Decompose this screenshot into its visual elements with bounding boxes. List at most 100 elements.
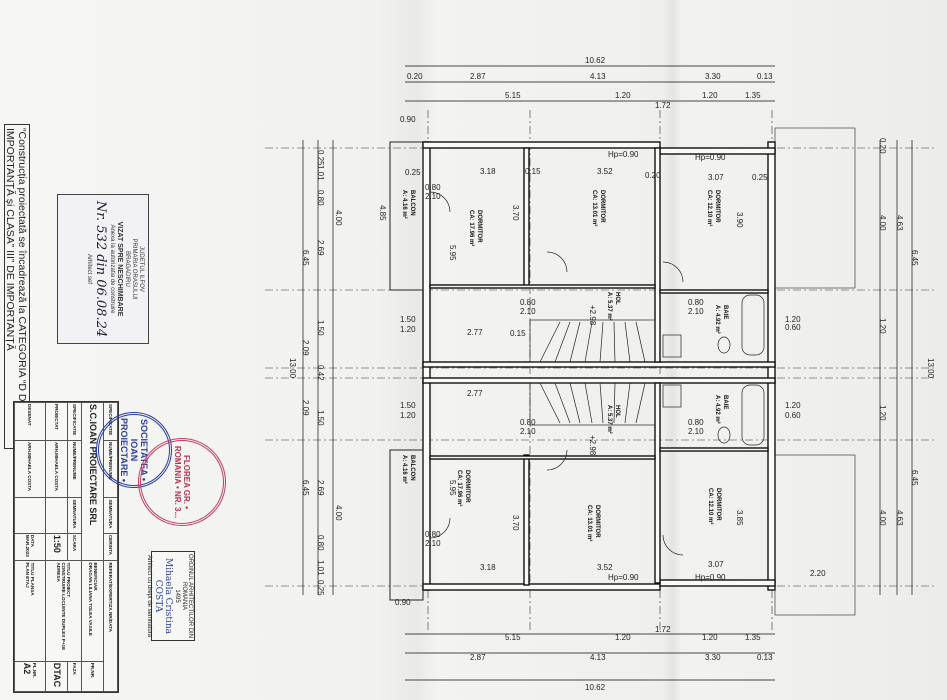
dim: 1.20 — [702, 91, 718, 100]
door-width: 0.80 — [520, 298, 536, 307]
window-hp: Hp=0.90 — [608, 150, 639, 159]
window-width: 1.50 — [400, 315, 416, 324]
door-height: 2.10 — [425, 192, 441, 201]
dim: 1.35 — [745, 91, 761, 100]
room-name: DORMITOR — [599, 190, 605, 223]
dims-row2-top: 0.20 2.87 4.13 3.30 0.13 — [407, 72, 773, 81]
dims-row3-top: 5.15 1.20 1.72 1.20 1.35 — [505, 91, 761, 110]
dim: 13.00 — [288, 358, 297, 379]
dim: 0.25 — [405, 168, 421, 177]
dim: 1.72 — [655, 101, 671, 110]
dim-total-bottom: 10.62 — [585, 683, 606, 692]
dim: 5.15 — [505, 91, 521, 100]
room-name: DORMITOR — [464, 470, 470, 503]
room-name: HOL — [614, 405, 620, 418]
dims-right: 0.20 4.00 4.63 6.45 1.20 13.00 1.20 6.45… — [878, 138, 935, 526]
room-name: DORMITOR — [714, 190, 720, 223]
dim: 2.77 — [467, 389, 483, 398]
axis-lines — [265, 110, 935, 630]
door-width: 0.80 — [520, 418, 536, 427]
dim: 2.69 — [316, 240, 325, 256]
dim: 3.30 — [705, 653, 721, 662]
dim: 3.52 — [597, 563, 613, 572]
room-area: CA: 12.10 m² — [707, 488, 714, 524]
room-area: A: 5.37 m² — [606, 405, 613, 434]
dim: 0.80 — [316, 190, 325, 206]
dim: 1.20 — [615, 91, 631, 100]
dims-row2-bottom: 2.87 4.13 3.30 0.13 — [470, 653, 773, 662]
window-width: 1.20 — [785, 315, 801, 324]
door-width: 0.80 — [425, 530, 441, 539]
window-hp: Hp=0.90 — [695, 573, 726, 582]
dim: 4.63 — [895, 215, 904, 231]
dim: 0.25 — [752, 173, 768, 182]
dim: 4.63 — [895, 510, 904, 526]
dim: 2.87 — [470, 72, 486, 81]
dim: 0.20 — [407, 72, 423, 81]
dim: 4.13 — [590, 653, 606, 662]
dim: 3.52 — [597, 167, 613, 176]
dim: 2.69 — [316, 480, 325, 496]
dim: 1.50 — [316, 320, 325, 336]
level-mark: +2.98 — [588, 305, 597, 326]
room-name: DORMITOR — [476, 210, 482, 243]
dim: 3.18 — [480, 563, 496, 572]
room-area: CA: 12.10 m² — [706, 190, 713, 226]
dim: 0.20 — [878, 138, 887, 154]
window-sill: 1.20 — [400, 411, 416, 420]
room-area: A: 4.92 m² — [714, 395, 721, 424]
dim: 2.87 — [470, 653, 486, 662]
dim: 0.25 — [316, 150, 325, 166]
dim: 1.35 — [745, 633, 761, 642]
window-width: 1.50 — [400, 401, 416, 410]
dim: 1.20 — [615, 633, 631, 642]
dim-total-top: 10.62 — [585, 56, 606, 65]
dim: 0.25 — [316, 580, 325, 596]
dim: 6.45 — [910, 250, 919, 266]
dim: 3.90 — [735, 212, 744, 228]
dim: 0.60 — [785, 323, 801, 332]
dim: 1.01 — [316, 165, 325, 181]
dim: 0.90 — [395, 598, 411, 607]
window-hp: Hp=0.90 — [608, 573, 639, 582]
dim: 6.45 — [910, 470, 919, 486]
dim: 5.95 — [448, 245, 457, 261]
dim: 1.01 — [316, 560, 325, 576]
room-name: BALCON — [409, 455, 415, 481]
dim: 0.13 — [757, 653, 773, 662]
dim: 0.15 — [525, 167, 541, 176]
dim: 3.18 — [480, 167, 496, 176]
dim: 1.72 — [655, 625, 671, 634]
door-height: 2.10 — [425, 539, 441, 548]
door-window-labels: 0.80 2.10 0.80 2.10 0.80 2.10 0.80 2.10 … — [400, 150, 801, 582]
dim: 0.90 — [400, 115, 416, 124]
level-mark: +2.98 — [588, 435, 597, 456]
door-height: 2.10 — [688, 427, 704, 436]
dim: 1.20 — [702, 633, 718, 642]
room-area: A: 4.16 m² — [401, 190, 408, 219]
window-sill: 1.20 — [400, 325, 416, 334]
dim: 1.20 — [878, 318, 887, 334]
room-area: A: 4.92 m² — [714, 305, 721, 334]
dim: 6.45 — [301, 480, 310, 496]
room-area: CA: 13.01 m² — [591, 190, 598, 226]
dim: 0.20 — [645, 171, 661, 180]
dim: 5.15 — [505, 633, 521, 642]
door-width: 0.80 — [688, 418, 704, 427]
dim: 3.07 — [708, 173, 724, 182]
room-area: A: 5.37 m² — [606, 292, 613, 321]
dim: 0.15 — [510, 329, 526, 338]
dim: 2.09 — [301, 340, 310, 356]
room-name: DORMITOR — [594, 505, 600, 538]
dim: 1.50 — [316, 410, 325, 426]
dim: 4.00 — [878, 510, 887, 526]
